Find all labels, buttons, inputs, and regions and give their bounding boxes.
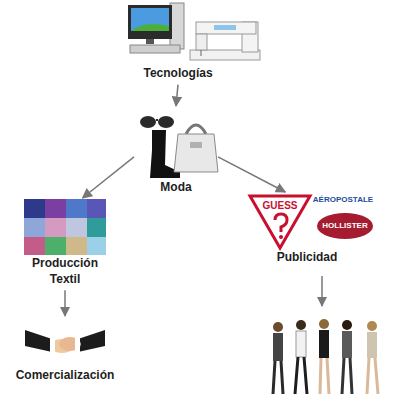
brand-logos-picture: [250, 196, 310, 248]
brand-name: AÉROPOSTALE: [313, 196, 373, 204]
models-picture: [367, 321, 377, 331]
fashion-picture: [174, 134, 218, 172]
fabric-swatches-picture: [24, 199, 45, 218]
flow-arrow: [218, 157, 285, 192]
brand-logos-picture: [275, 214, 287, 232]
node-label: Producción Textil: [19, 256, 111, 287]
fabric-swatches-picture: [87, 199, 106, 218]
flow-arrow: [64, 290, 66, 316]
models-picture: [273, 319, 378, 394]
fashion-picture: [140, 116, 156, 128]
sewing-machine-picture: [190, 22, 260, 60]
models-picture: [295, 357, 307, 394]
fabric-swatches-picture: [66, 218, 87, 237]
brand-logos-picture: [279, 235, 283, 239]
models-picture: [367, 332, 377, 358]
models-picture: [342, 331, 352, 358]
fashion-picture: [156, 119, 158, 121]
models-picture: [367, 358, 378, 394]
node-label: Publicidad: [245, 250, 369, 266]
brand-name: HOLLISTER: [322, 222, 367, 230]
models-picture: [319, 319, 329, 329]
publicity-arrow: [321, 276, 323, 306]
picture-node: Comercialización: [12, 316, 119, 387]
fabric-swatches-picture: [24, 199, 106, 255]
fashion-picture: [140, 116, 218, 178]
picture-node: Moda: [134, 106, 218, 199]
fabric-swatches-picture: [45, 237, 66, 255]
computer-picture: [131, 8, 169, 31]
flow-arrow: [176, 85, 178, 106]
sewing-machine-picture: [196, 22, 256, 34]
computer-picture: [146, 39, 154, 44]
fabric-swatches-picture: [66, 237, 87, 255]
models-picture: [319, 330, 329, 358]
brand-logos-picture: [317, 213, 373, 239]
picture-node: Producción Textil: [15, 198, 115, 290]
models-picture: [342, 320, 352, 330]
computer-picture: [128, 5, 172, 39]
fabric-swatches-picture: [24, 237, 45, 255]
handshake-picture: [50, 336, 55, 354]
handshake-picture: [25, 330, 105, 354]
sewing-machine-picture: [201, 50, 202, 56]
models-picture: [296, 331, 306, 357]
brand-logos-picture: [250, 196, 373, 248]
handshake-picture: [75, 336, 80, 354]
node-label: Tecnologías: [128, 66, 228, 82]
fabric-swatches-picture: [24, 218, 45, 237]
computer-picture: [130, 45, 180, 53]
computer-picture: [128, 3, 184, 53]
models-picture: [273, 361, 283, 394]
fabric-swatches-picture: [87, 237, 106, 255]
fashion-picture: [190, 142, 202, 148]
computer-picture: [170, 3, 184, 49]
sewing-machine-picture: [214, 25, 236, 30]
models-picture: [273, 322, 283, 332]
node-label: Comercialización: [12, 368, 119, 384]
picture-node: Tecnologías: [128, 2, 228, 85]
models-picture: [273, 333, 283, 361]
node-label: Moda: [134, 180, 218, 196]
models-picture: [342, 358, 352, 394]
fashion-picture: [158, 116, 174, 128]
fabric-swatches-picture: [45, 199, 66, 218]
fabric-swatches-picture: [66, 199, 87, 218]
models-picture: [320, 358, 329, 394]
fabric-swatches-picture: [45, 218, 66, 237]
sewing-machine-picture: [196, 34, 207, 50]
fashion-picture: [186, 125, 206, 134]
computer-picture: [131, 24, 169, 31]
publicity-arrow: [322, 276, 323, 306]
models-picture: [296, 320, 306, 330]
flow-arrow: [83, 157, 135, 198]
brand-name: GUESS: [262, 201, 297, 211]
fabric-swatches-picture: [87, 218, 106, 237]
